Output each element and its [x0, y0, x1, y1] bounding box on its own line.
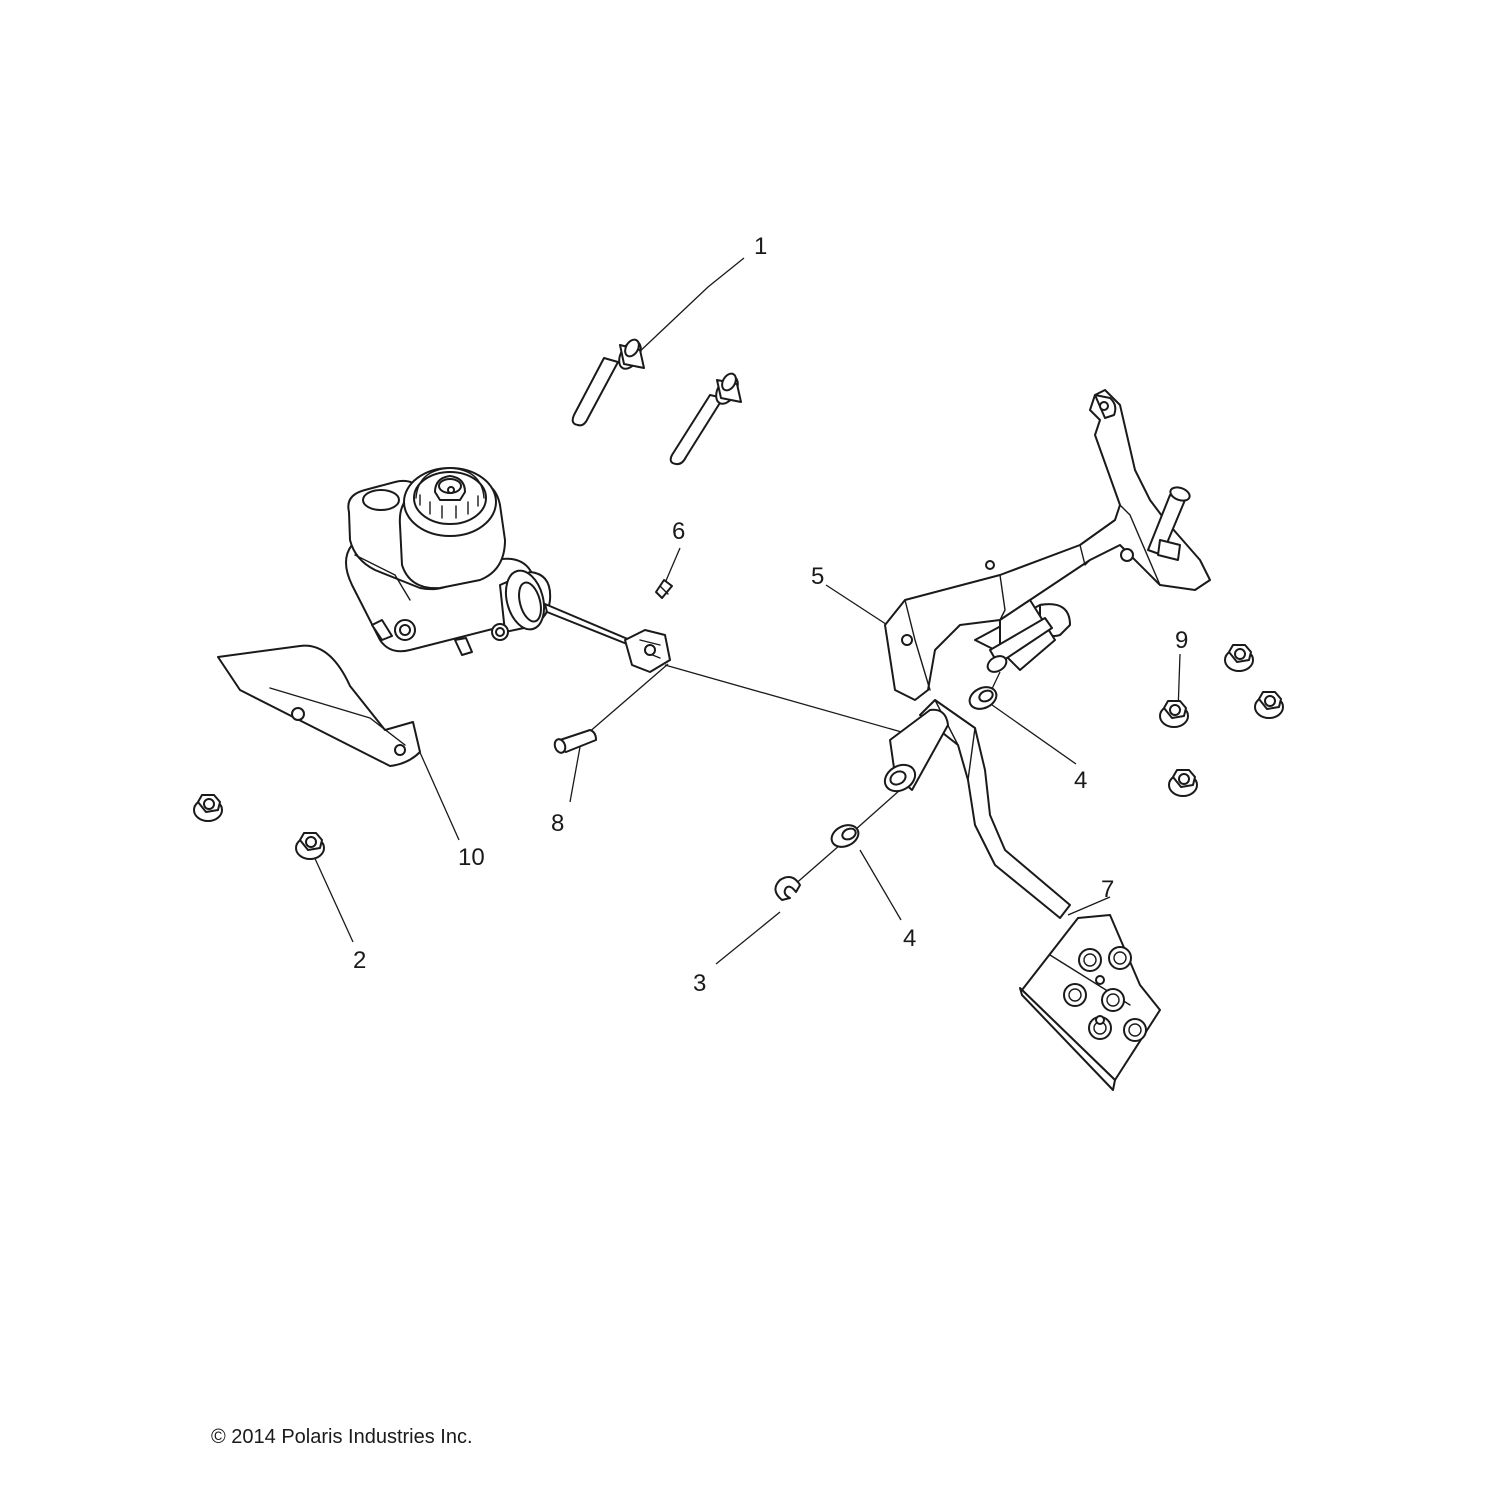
clevis-pin: [553, 729, 597, 754]
bolt-upper: [571, 338, 645, 427]
brake-pedal: [883, 699, 1161, 1091]
copyright-notice: © 2014 Polaris Industries Inc.: [211, 1426, 473, 1448]
callout-5: 5: [811, 563, 824, 590]
callout-4-upper: 4: [1074, 767, 1087, 794]
e-clip: [774, 875, 801, 901]
flange-nut-right-a: [1224, 644, 1254, 672]
cotter-pin: [655, 579, 673, 599]
master-cylinder: [345, 467, 671, 673]
flange-nut-right-d: [1168, 769, 1198, 797]
callout-9: 9: [1175, 627, 1188, 654]
flange-nut-right-b: [1254, 691, 1284, 719]
callout-4-lower: 4: [903, 925, 916, 952]
bolt-lower: [669, 372, 742, 466]
callout-3: 3: [693, 970, 706, 997]
shield-plate: [217, 644, 421, 767]
callout-6: 6: [672, 518, 685, 545]
callout-labels: 1 2 3 4 4 5 6 7 8 9 10: [353, 233, 1188, 997]
callout-7: 7: [1101, 876, 1114, 903]
flange-nut-left-a: [193, 794, 223, 822]
callout-2: 2: [353, 947, 366, 974]
callout-8: 8: [551, 810, 564, 837]
callout-1: 1: [754, 233, 767, 260]
bushing-upper: [968, 686, 998, 710]
pedal-bracket: [884, 389, 1211, 701]
bushing-lower: [830, 824, 860, 848]
flange-nut-left-b: [295, 832, 325, 860]
flange-nut-right-c: [1159, 700, 1189, 728]
callout-10: 10: [458, 844, 485, 871]
